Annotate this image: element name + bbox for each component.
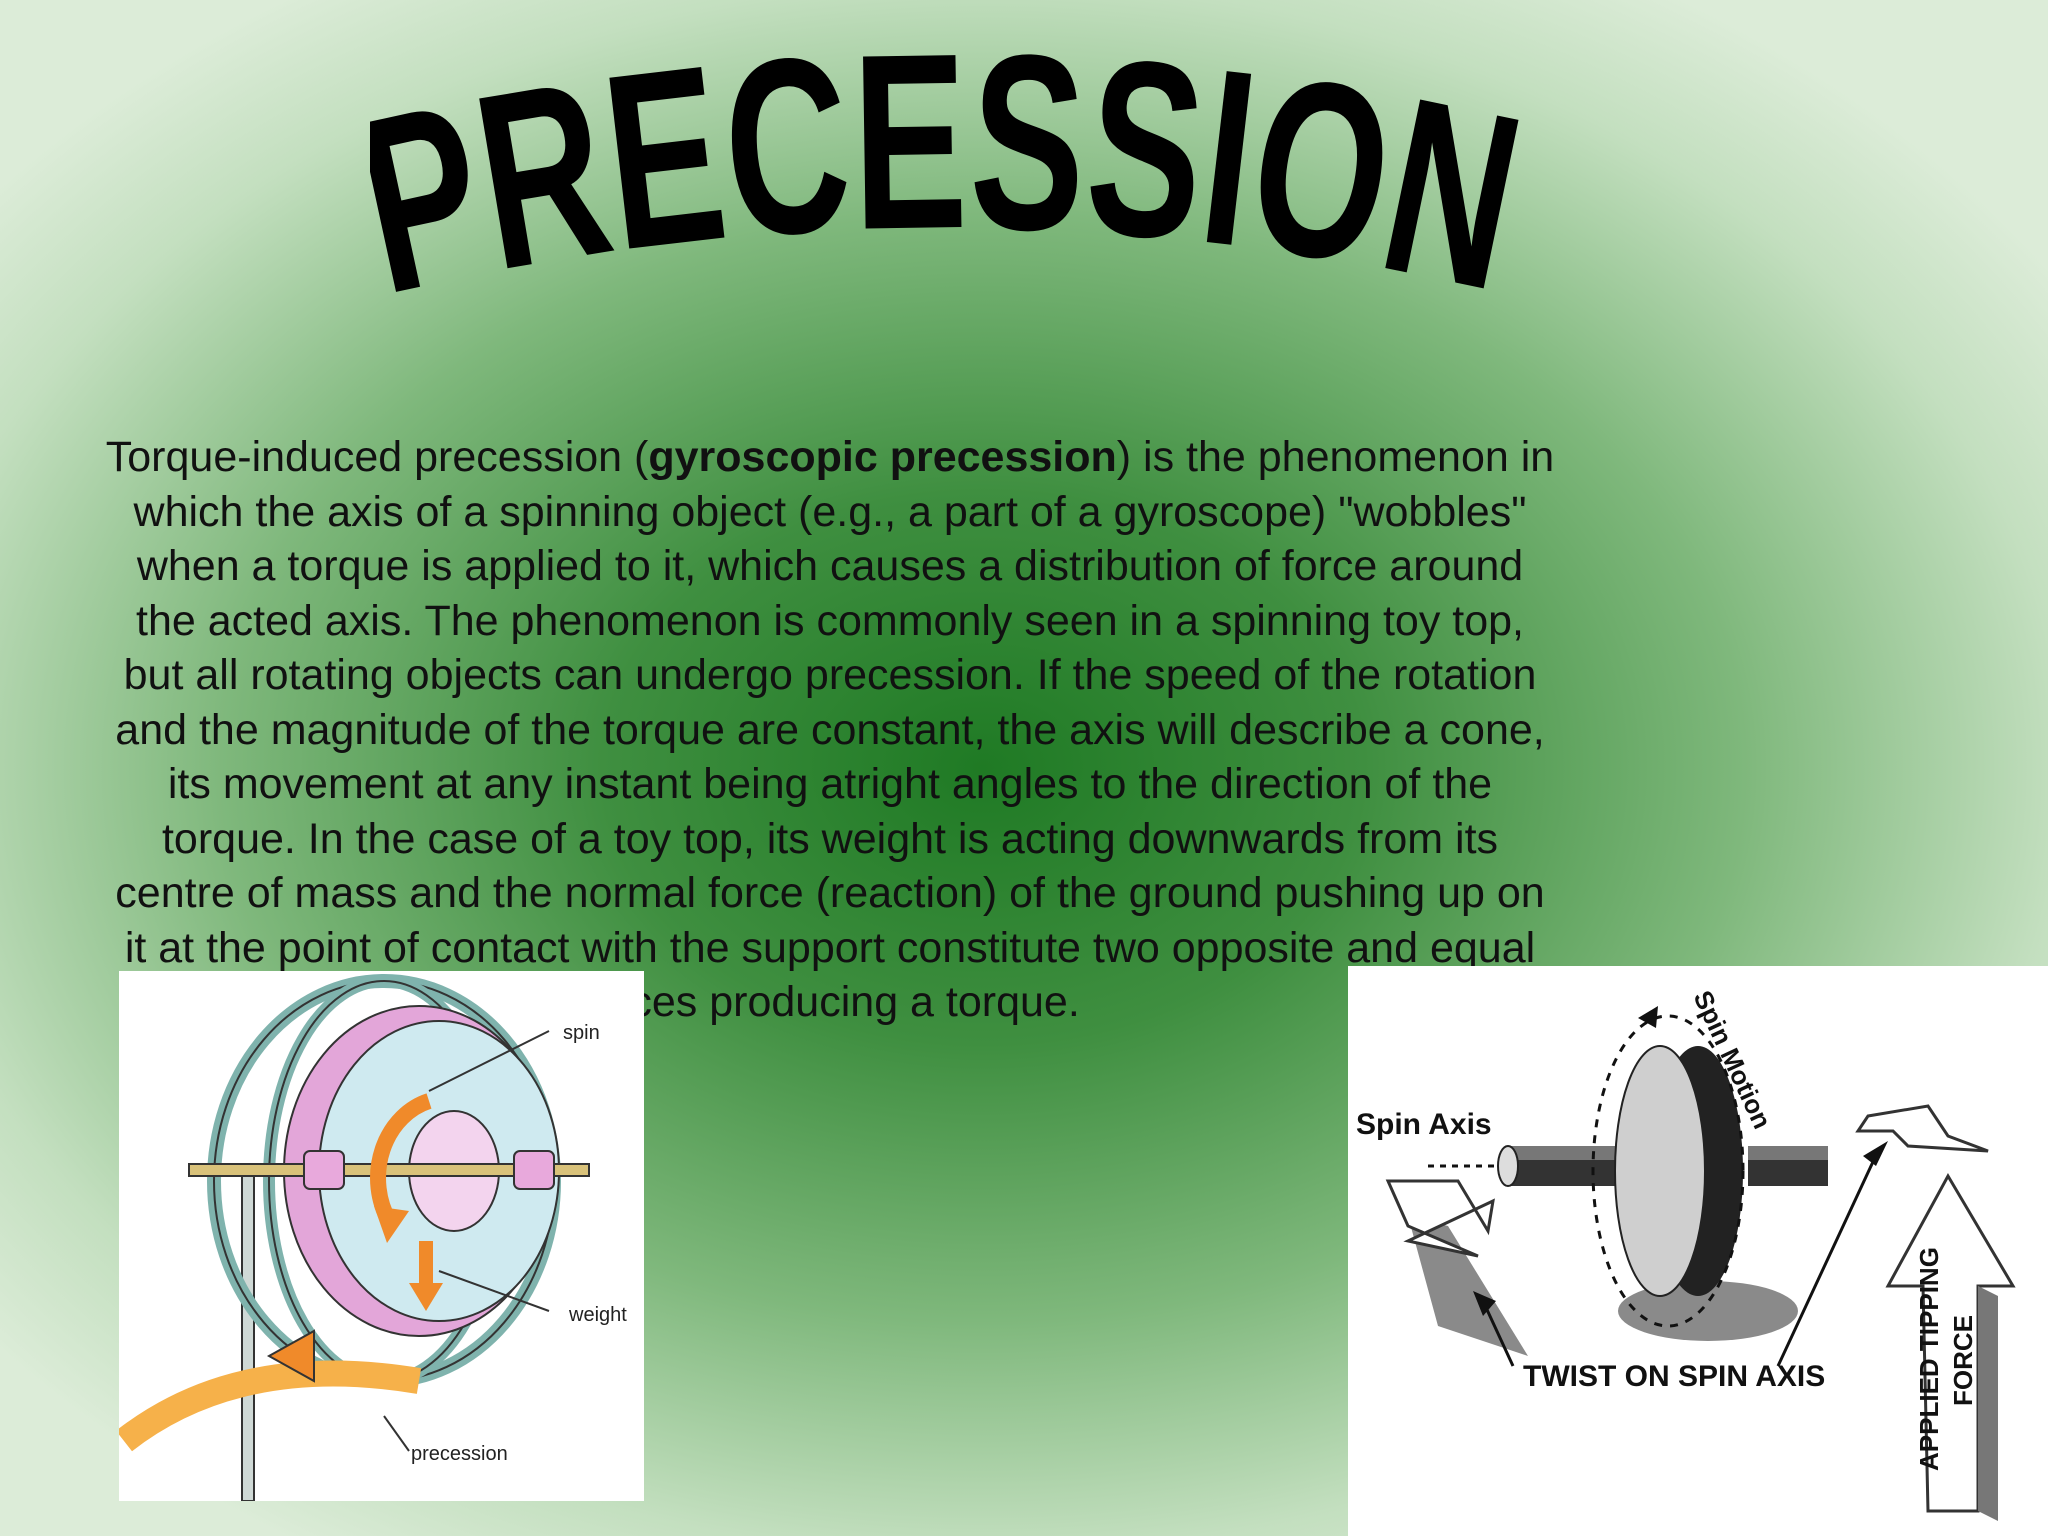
body-bold-term: gyroscopic precession [648,433,1117,481]
label-spin: spin [563,1022,600,1044]
spin-axis-diagram: Spin Axis TWIST ON SPIN AXIS Spin Motion… [1348,966,2048,1536]
label-tipping-1: APPLIED TIPPING [1914,1247,1944,1471]
slide-title: PRECESSION [370,40,1520,346]
body-paragraph: Torque-induced precession (gyroscopic pr… [105,430,1555,1030]
body-rest: ) is the phenomenon in which the axis of… [115,433,1555,1026]
label-twist: TWIST ON SPIN AXIS [1523,1360,1825,1393]
label-tipping-2: FORCE [1948,1315,1978,1406]
title-text: PRECESSION [370,40,1520,346]
gyroscope-illustration: spin weight precession [119,971,644,1501]
label-spin-axis: Spin Axis [1356,1108,1492,1141]
body-intro: Torque-induced precession ( [105,433,649,481]
label-precession: precession [411,1443,508,1465]
label-weight: weight [568,1304,627,1326]
